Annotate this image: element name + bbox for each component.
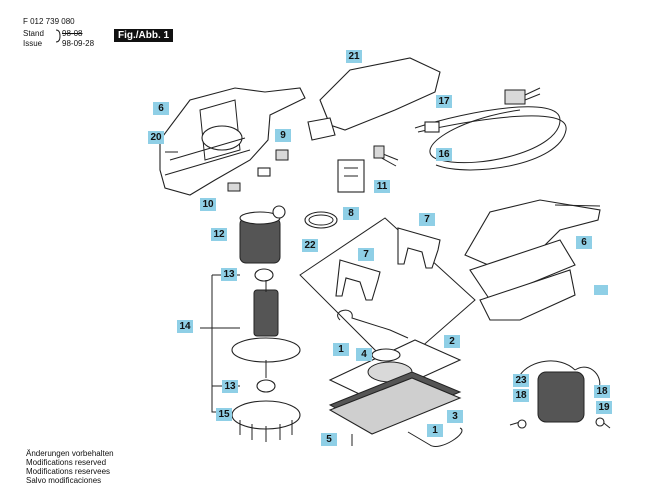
fan-part xyxy=(231,400,301,442)
part-10-part xyxy=(227,182,241,192)
clip-1b-part xyxy=(407,427,463,447)
issue-value: 98-09-28 xyxy=(62,39,95,48)
field-assembly-part xyxy=(509,360,611,429)
bearing-13a-part xyxy=(254,268,274,282)
header-brace xyxy=(55,29,61,43)
callout-23: 23 xyxy=(513,374,529,387)
bearing-13b-part xyxy=(256,379,276,393)
base-frame-outline xyxy=(299,217,476,371)
callout-12: 12 xyxy=(211,228,227,241)
clip-1a-part xyxy=(337,309,409,339)
armature-part xyxy=(231,280,301,378)
callout-22: 22 xyxy=(302,239,318,252)
dust-bag-part xyxy=(307,57,441,141)
housing-part xyxy=(159,87,306,196)
blue-marker xyxy=(594,285,608,295)
callout-13b: 13 xyxy=(222,380,238,393)
figure-badge: Fig./Abb. 1 xyxy=(114,29,174,42)
callout-9: 9 xyxy=(275,129,291,142)
callout-17: 17 xyxy=(436,95,452,108)
callout-5: 5 xyxy=(321,433,337,446)
callout-18b: 18 xyxy=(594,385,610,398)
note-es: Salvo modificaciones xyxy=(26,476,102,485)
ring-22-part xyxy=(304,211,338,229)
doc-number: F 012 739 080 xyxy=(23,17,75,26)
power-cord-part xyxy=(414,87,567,171)
callout-21: 21 xyxy=(346,50,362,63)
bracket-7-part xyxy=(335,227,441,301)
note-en: Modifications reserved xyxy=(26,458,107,467)
small-clip-part xyxy=(257,167,271,177)
switch-9-part xyxy=(275,149,289,161)
callout-4: 4 xyxy=(356,348,372,361)
callout-11: 11 xyxy=(374,180,390,193)
stator-part xyxy=(239,205,286,264)
issue-label: Issue xyxy=(23,39,43,48)
modification-notes: Änderungen vorbehalten Modifications res… xyxy=(26,449,114,485)
callout-1b: 1 xyxy=(427,424,443,437)
callout-16: 16 xyxy=(436,148,452,161)
callout-20: 20 xyxy=(148,131,164,144)
note-de: Änderungen vorbehalten xyxy=(26,449,114,458)
stand-value: 98-08 xyxy=(62,29,83,38)
note-fr: Modifications reservees xyxy=(26,467,111,476)
stand-label: Stand xyxy=(23,29,44,38)
callout-3: 3 xyxy=(447,410,463,423)
assembled-sander-part xyxy=(464,199,601,321)
callout-2: 2 xyxy=(444,335,460,348)
callout-7a: 7 xyxy=(419,213,435,226)
pad-part xyxy=(328,371,462,435)
callout-15: 15 xyxy=(216,408,232,421)
callout-13a: 13 xyxy=(221,268,237,281)
callout-6b: 6 xyxy=(576,236,592,249)
callout-7b: 7 xyxy=(358,248,374,261)
connector-11-part xyxy=(373,145,385,159)
callout-8: 8 xyxy=(343,207,359,220)
callout-6a: 6 xyxy=(153,102,169,115)
callout-18a: 18 xyxy=(513,389,529,402)
callout-10: 10 xyxy=(200,198,216,211)
callout-19: 19 xyxy=(596,401,612,414)
callout-14: 14 xyxy=(177,320,193,333)
callout-1a: 1 xyxy=(333,343,349,356)
